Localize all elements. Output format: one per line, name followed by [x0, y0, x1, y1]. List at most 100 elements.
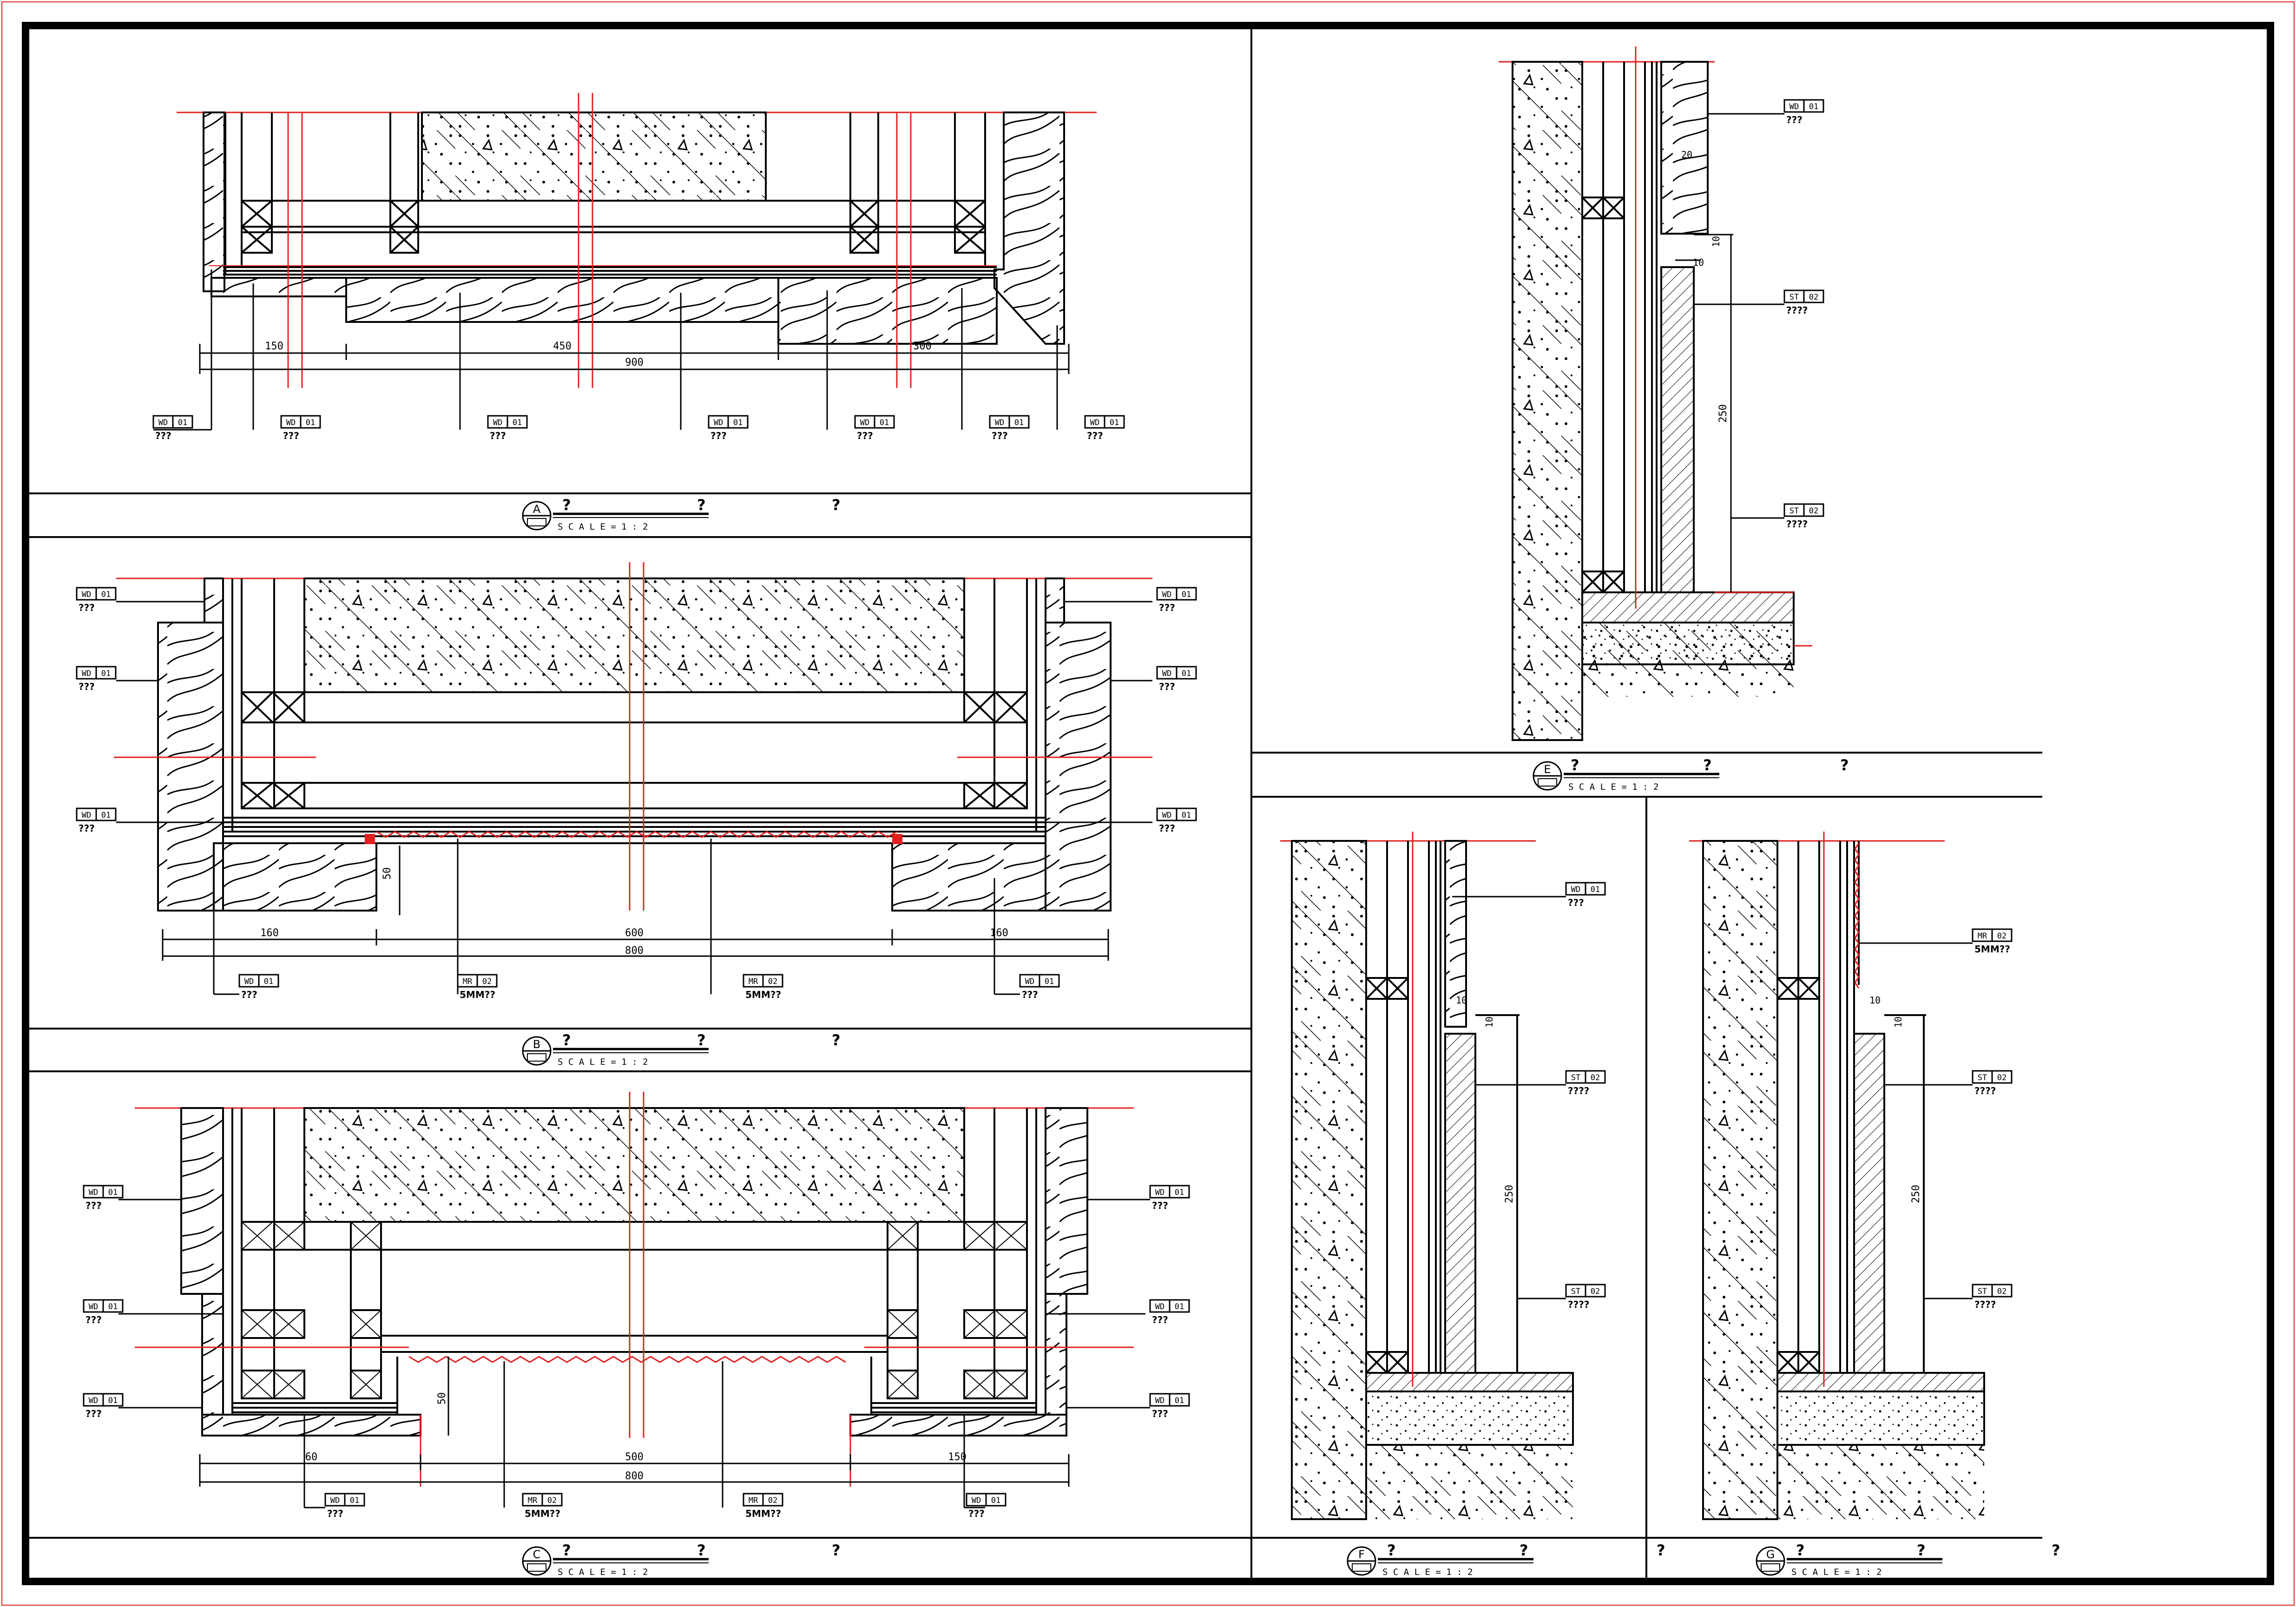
dim-c-800: 800	[625, 1470, 644, 1482]
tag-code: ST	[1571, 1287, 1580, 1296]
title-block-a: AS C A L E = 1 : 2???	[522, 496, 841, 532]
tag-number: 01	[264, 977, 273, 986]
dim-e-20: 20	[1681, 149, 1692, 160]
tag-note: 5MM??	[525, 1508, 560, 1519]
tag-code: WD	[1025, 977, 1034, 986]
scale-label: S C A L E = 1 : 2	[558, 522, 648, 532]
title-blocks: AS C A L E = 1 : 2??? BS C A L E = 1 : 2?…	[522, 496, 2060, 1577]
tag-code: ST	[1789, 506, 1799, 516]
tag-code: WD	[972, 1496, 981, 1505]
dim-e-250: 250	[1717, 404, 1729, 423]
tag-code: WD	[995, 418, 1004, 427]
tag-number: 02	[768, 977, 777, 986]
detail-a: 150 450 300 900	[153, 93, 1097, 431]
tag-note: ???	[79, 681, 95, 692]
detail-g: 250 10 10	[1689, 832, 1985, 1520]
tag-note: ????	[1786, 518, 1808, 530]
scale-label: S C A L E = 1 : 2	[1791, 1567, 1882, 1577]
tag-code: WD	[1162, 811, 1171, 820]
tag-number: 01	[991, 1496, 1000, 1505]
scale-label: S C A L E = 1 : 2	[558, 1057, 648, 1067]
title-glyph: ?	[1571, 756, 1579, 774]
dim-a-300: 300	[913, 341, 932, 352]
detail-c: 60 500 150 800 50	[118, 1092, 1150, 1509]
title-block-f: FS C A L E = 1 : 2???	[1347, 1541, 1665, 1577]
tag-code: ST	[1978, 1073, 1987, 1082]
tag-code: ST	[1571, 1073, 1580, 1082]
tag-number: 01	[880, 418, 889, 427]
tag-number: 01	[1809, 102, 1818, 112]
tag-number: 02	[547, 1496, 557, 1505]
tag-number: 01	[108, 1188, 118, 1197]
tag-number: 02	[1591, 1287, 1600, 1296]
tag-code: WD	[1090, 418, 1099, 427]
title-glyph: ?	[1840, 756, 1849, 774]
tag-note: ????	[1974, 1299, 1996, 1310]
title-glyph: ?	[2052, 1541, 2060, 1559]
tag-note: ????	[1568, 1299, 1589, 1310]
tag-note: ???	[1152, 1408, 1168, 1419]
tag-number: 01	[1175, 1188, 1184, 1197]
tag-number: 01	[1175, 1396, 1184, 1405]
tag-code: WD	[1162, 590, 1171, 599]
tag-number: 02	[1997, 931, 2007, 941]
tag-code: WD	[286, 418, 296, 427]
tag-number: 02	[1997, 1287, 2007, 1296]
dim-b-800: 800	[625, 945, 644, 957]
tag-number: 01	[1591, 885, 1600, 894]
tag-note: ???	[1159, 823, 1175, 834]
tag-number: 01	[108, 1302, 118, 1312]
dim-f-10-a: 10	[1484, 1017, 1495, 1028]
tag-note: ???	[1159, 681, 1175, 692]
tag-note: ????	[1974, 1085, 1996, 1096]
tag-number: 01	[101, 669, 111, 678]
title-block-g: GS C A L E = 1 : 2???	[1756, 1541, 2060, 1577]
dim-g-10-b: 10	[1869, 995, 1881, 1006]
tag-number: 01	[1175, 1302, 1184, 1312]
tag-code: ST	[1978, 1287, 1987, 1296]
tag-code: WD	[330, 1496, 340, 1505]
tag-note: ???	[711, 430, 727, 441]
title-block-b: BS C A L E = 1 : 2???	[522, 1031, 841, 1067]
tag-st-02: ST 02????	[1972, 1284, 2013, 1310]
tag-number: 02	[1591, 1073, 1600, 1082]
tag-number: 01	[101, 590, 111, 599]
tag-note: ???	[155, 430, 171, 441]
detail-e: 250 10 10 20	[1499, 46, 1812, 741]
tag-code: MR	[749, 977, 758, 986]
tag-code: WD	[89, 1188, 98, 1197]
tag-code: WD	[244, 977, 254, 986]
dim-a-150: 150	[265, 341, 283, 352]
tag-note: ???	[968, 1508, 985, 1519]
tag-note: ???	[86, 1314, 102, 1325]
tag-code: MR	[1978, 931, 1987, 941]
title-glyph: ?	[697, 1541, 706, 1559]
tag-number: 01	[350, 1496, 359, 1505]
tag-st-02: ST 02????	[1565, 1284, 1606, 1310]
title-glyph: ?	[1796, 1541, 1805, 1559]
detail-letter: C	[533, 1548, 541, 1561]
tag-note: ???	[1152, 1200, 1168, 1211]
sheet-frame	[22, 22, 2274, 1585]
